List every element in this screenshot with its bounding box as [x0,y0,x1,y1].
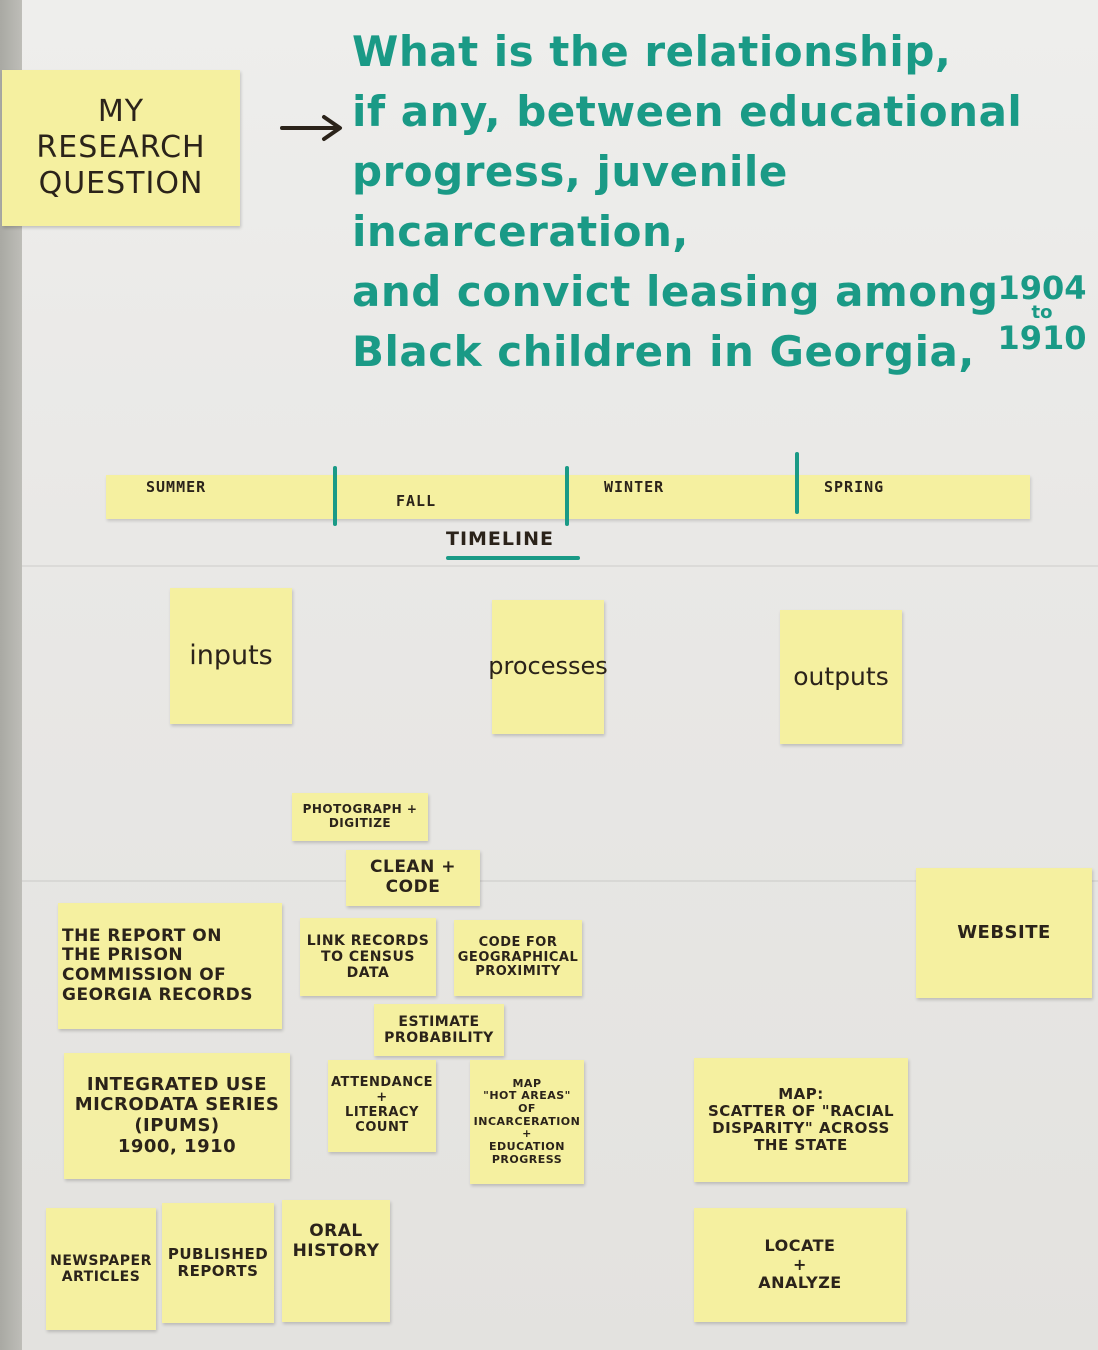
processes-header-note: processes [488,600,608,734]
season-spring: SPRING [824,478,885,496]
timeline-label: TIMELINE [446,528,554,550]
timeline-underline [446,556,580,560]
output-note-map-scatter: MAP: SCATTER OF "RACIAL DISPARITY" ACROS… [694,1058,908,1182]
timeline-divider [565,466,569,526]
year-range: 1904 to 1910 [992,272,1092,354]
year-end: 1910 [997,319,1087,357]
input-note-published-reports: PUBLISHED REPORTS [162,1203,274,1323]
input-note-oral-history: ORAL HISTORY [282,1200,390,1322]
timeline-divider [795,452,799,514]
season-summer: SUMMER [146,478,207,496]
season-winter: WINTER [604,478,665,496]
process-note-geographical: CODE FOR GEOGRAPHICAL PROXIMITY [454,920,582,996]
arrow-icon [280,115,342,141]
inputs-header-note: inputs [170,588,292,724]
outputs-header-note: outputs [780,610,902,744]
year-start: 1904 [997,269,1087,307]
timeline-divider [333,466,337,526]
process-note-link-records: LINK RECORDS TO CENSUS DATA [300,918,436,996]
research-question-label-note: MY RESEARCH QUESTION [2,70,240,226]
input-note-newspaper: NEWSPAPER ARTICLES [46,1208,156,1330]
input-note-ipums: INTEGRATED USE MICRODATA SERIES (IPUMS) … [64,1053,290,1179]
paper-fold [22,565,1098,567]
process-note-map-hot-areas: MAP "HOT AREAS" OF INCARCERATION + EDUCA… [470,1060,584,1184]
year-connector: to [1031,302,1053,323]
output-note-locate-analyze: LOCATE + ANALYZE [694,1208,906,1322]
paper-fold [22,880,1098,882]
process-note-estimate: ESTIMATE PROBABILITY [374,1004,504,1056]
process-note-attendance: ATTENDANCE + LITERACY COUNT [328,1060,436,1152]
process-note-photograph: PHOTOGRAPH + DIGITIZE [292,793,428,841]
research-question-text: What is the relationship, if any, betwee… [352,27,1023,376]
season-fall: FALL [396,492,437,510]
input-note-prison-commission: THE REPORT ON THE PRISON COMMISSION OF G… [58,903,282,1029]
process-note-clean-code: CLEAN + CODE [346,850,480,906]
output-note-website: WEBSITE [916,868,1092,998]
